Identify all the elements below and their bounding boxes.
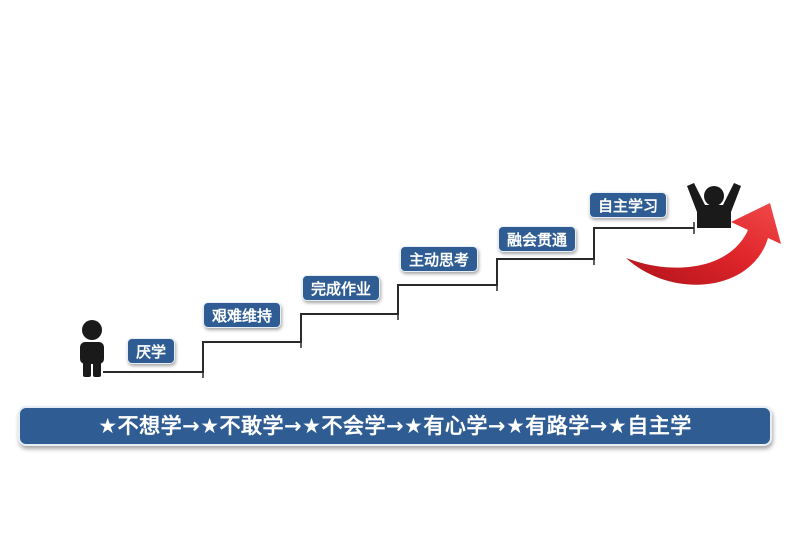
progression-banner: ★不想学→★不敢学→★不会学→★有心学→★有路学→★自主学 — [18, 406, 772, 446]
step-label-3: 完成作业 — [302, 275, 381, 301]
cheering-person-icon — [687, 183, 741, 228]
step-label-4: 主动思考 — [400, 246, 479, 272]
curved-up-arrow-icon — [626, 203, 781, 285]
staircase-line — [103, 227, 694, 373]
step-label-6: 自主学习 — [589, 192, 668, 218]
step-label-2: 艰难维持 — [203, 302, 282, 328]
standing-person-icon — [80, 320, 104, 377]
step-label-1: 厌学 — [127, 338, 176, 364]
step-label-5: 融会贯通 — [498, 226, 577, 252]
